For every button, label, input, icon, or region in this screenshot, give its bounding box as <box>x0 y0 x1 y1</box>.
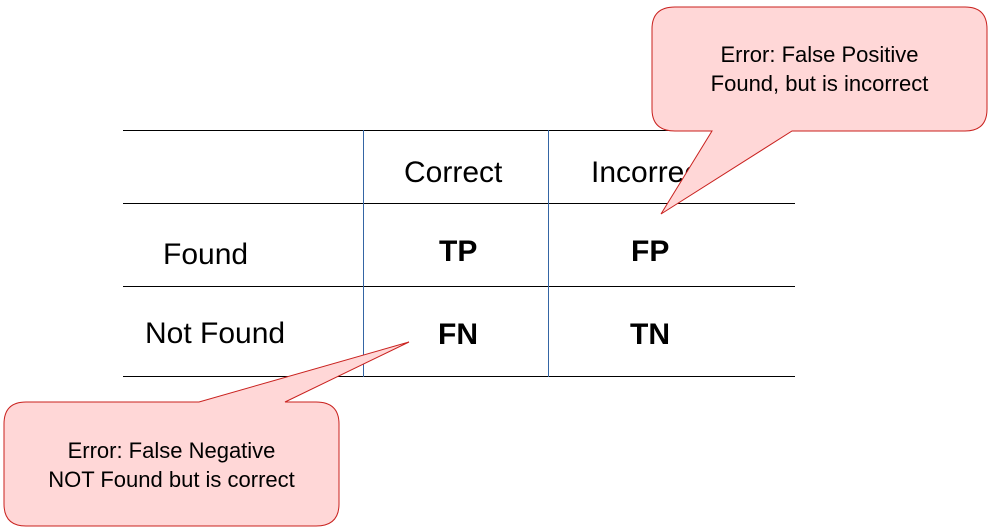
cell-fn: FN <box>438 318 478 351</box>
cell-fp: FP <box>631 235 670 268</box>
callout-false-positive-line-1: Error: False Positive <box>720 42 919 67</box>
cell-tp: TP <box>439 235 478 268</box>
col-header-correct: Correct <box>404 156 503 189</box>
callout-false-positive-line-2: Found, but is incorrect <box>710 71 929 96</box>
cell-tn: TN <box>630 318 670 351</box>
row-label-found: Found <box>163 238 249 271</box>
callout-false-negative-bubble <box>3 341 410 527</box>
callout-false-negative-text: Error: False Negative NOT Found but is c… <box>4 436 339 494</box>
row-label-not-found: Not Found <box>145 317 286 350</box>
callout-false-negative-line-1: Error: False Negative <box>67 438 276 463</box>
callout-false-positive-bubble <box>651 6 988 215</box>
callout-false-positive-text: Error: False Positive Found, but is inco… <box>652 40 987 98</box>
callout-false-negative-line-2: NOT Found but is correct <box>48 467 295 492</box>
